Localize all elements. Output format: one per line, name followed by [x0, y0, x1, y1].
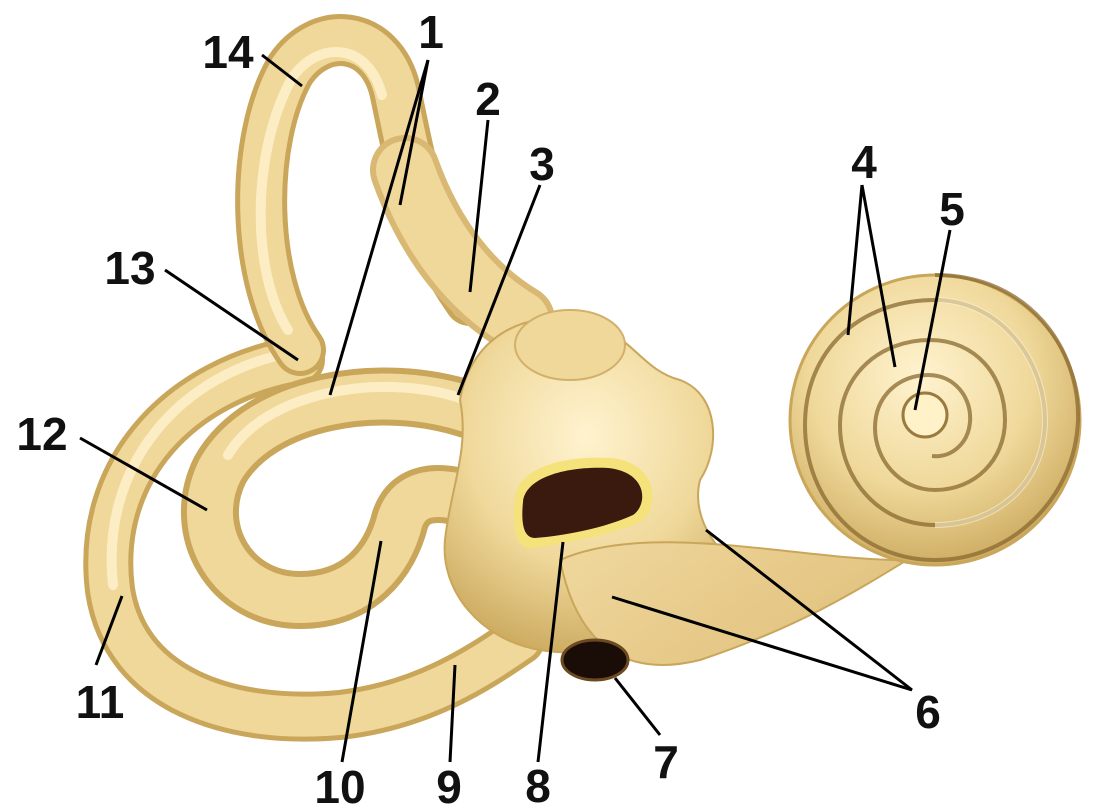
label-12: 12 [16, 408, 67, 460]
label-11: 11 [76, 676, 125, 728]
label-3: 3 [529, 138, 555, 190]
labyrinth-drawing [108, 40, 1080, 717]
label-13: 13 [104, 242, 155, 294]
label-5: 5 [939, 183, 965, 235]
label-2: 2 [475, 73, 501, 125]
cochlea [790, 275, 1080, 565]
label-4: 4 [851, 136, 877, 188]
label-8: 8 [525, 760, 551, 811]
leader-7 [615, 678, 660, 735]
label-14: 14 [202, 26, 254, 78]
label-1: 1 [418, 6, 444, 58]
label-6: 6 [915, 686, 941, 738]
label-10: 10 [314, 761, 365, 811]
label-9: 9 [436, 761, 462, 811]
label-7: 7 [653, 736, 679, 788]
round-window [562, 640, 628, 680]
